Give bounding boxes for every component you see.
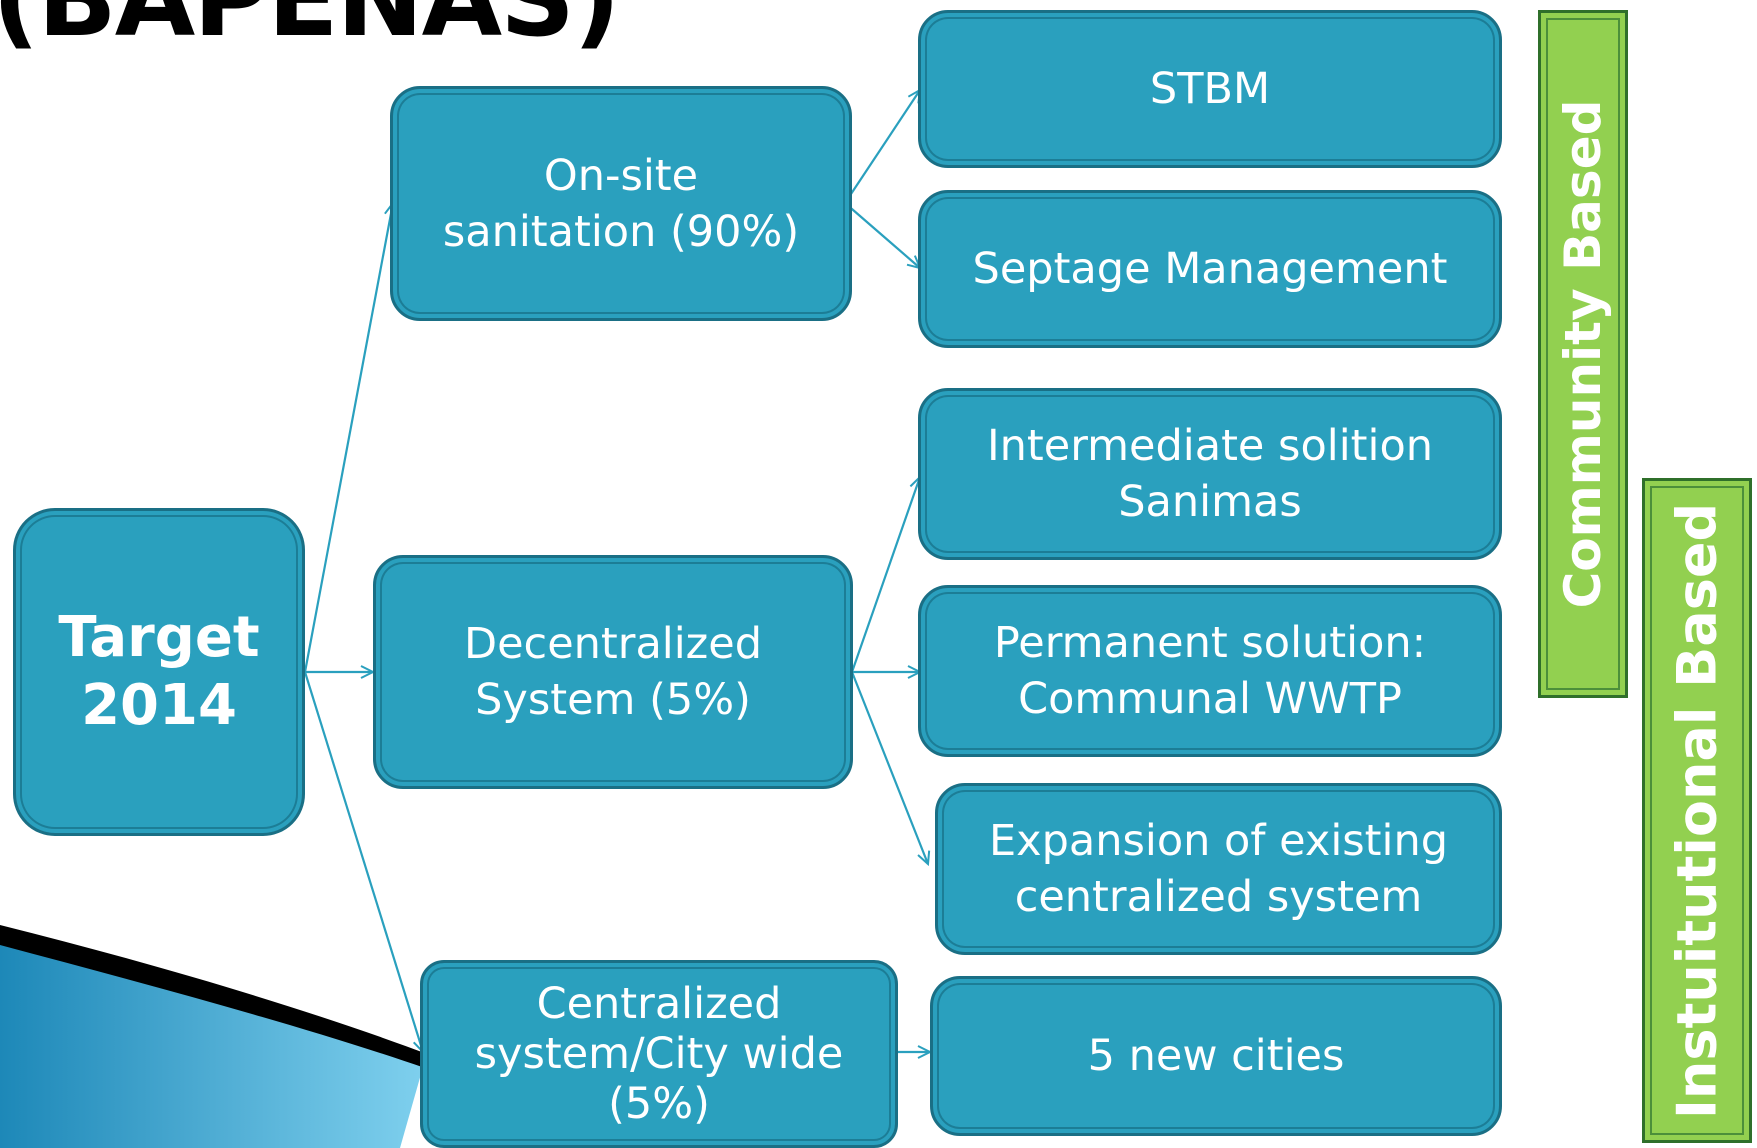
node-onsite-sanitation: On-site sanitation (90%) <box>390 86 852 321</box>
node-target-2014: Target 2014 <box>13 508 305 836</box>
community-based-bar: Community Based <box>1538 10 1628 698</box>
connector-onsite-septage <box>844 202 920 268</box>
node-decentralized-system-label: Decentralized System (5%) <box>463 619 763 725</box>
node-septage-management-label: Septage Management <box>972 244 1448 294</box>
node-target-2014-label: Target 2014 <box>58 605 260 738</box>
connector-decentralized-intermediate <box>850 477 920 673</box>
node-onsite-sanitation-label: On-site sanitation (90%) <box>442 150 800 257</box>
node-stbm: STBM <box>918 10 1502 168</box>
connector-onsite-stbm <box>844 90 920 204</box>
node-permanent-solution: Permanent solution: Communal WWTP <box>918 585 1502 757</box>
node-stbm-label: STBM <box>1149 64 1271 114</box>
node-decentralized-system: Decentralized System (5%) <box>373 555 853 789</box>
node-expansion-existing: Expansion of existing centralized system <box>935 783 1502 955</box>
node-intermediate-solution-label: Intermediate solition Sanimas <box>986 421 1434 527</box>
connector-root-centralized <box>303 671 423 1052</box>
connector-decentralized-expansion <box>850 671 928 864</box>
node-centralized-system: Centralized system/City wide (5%) <box>420 960 898 1148</box>
node-new-cities: 5 new cities <box>930 976 1502 1136</box>
community-based-label: Community Based <box>1554 99 1612 609</box>
node-expansion-existing-label: Expansion of existing centralized system <box>988 816 1449 922</box>
node-new-cities-label: 5 new cities <box>1087 1031 1345 1081</box>
node-centralized-system-label: Centralized system/City wide (5%) <box>474 979 844 1129</box>
connector-root-onsite <box>303 203 393 673</box>
institutional-based-label: Instuitutional Based <box>1665 502 1729 1119</box>
node-permanent-solution-label: Permanent solution: Communal WWTP <box>993 618 1427 724</box>
node-septage-management: Septage Management <box>918 190 1502 348</box>
page-title: (BAPENAS) <box>0 0 621 60</box>
institutional-based-bar: Instuitutional Based <box>1642 478 1752 1143</box>
node-intermediate-solution: Intermediate solition Sanimas <box>918 388 1502 560</box>
